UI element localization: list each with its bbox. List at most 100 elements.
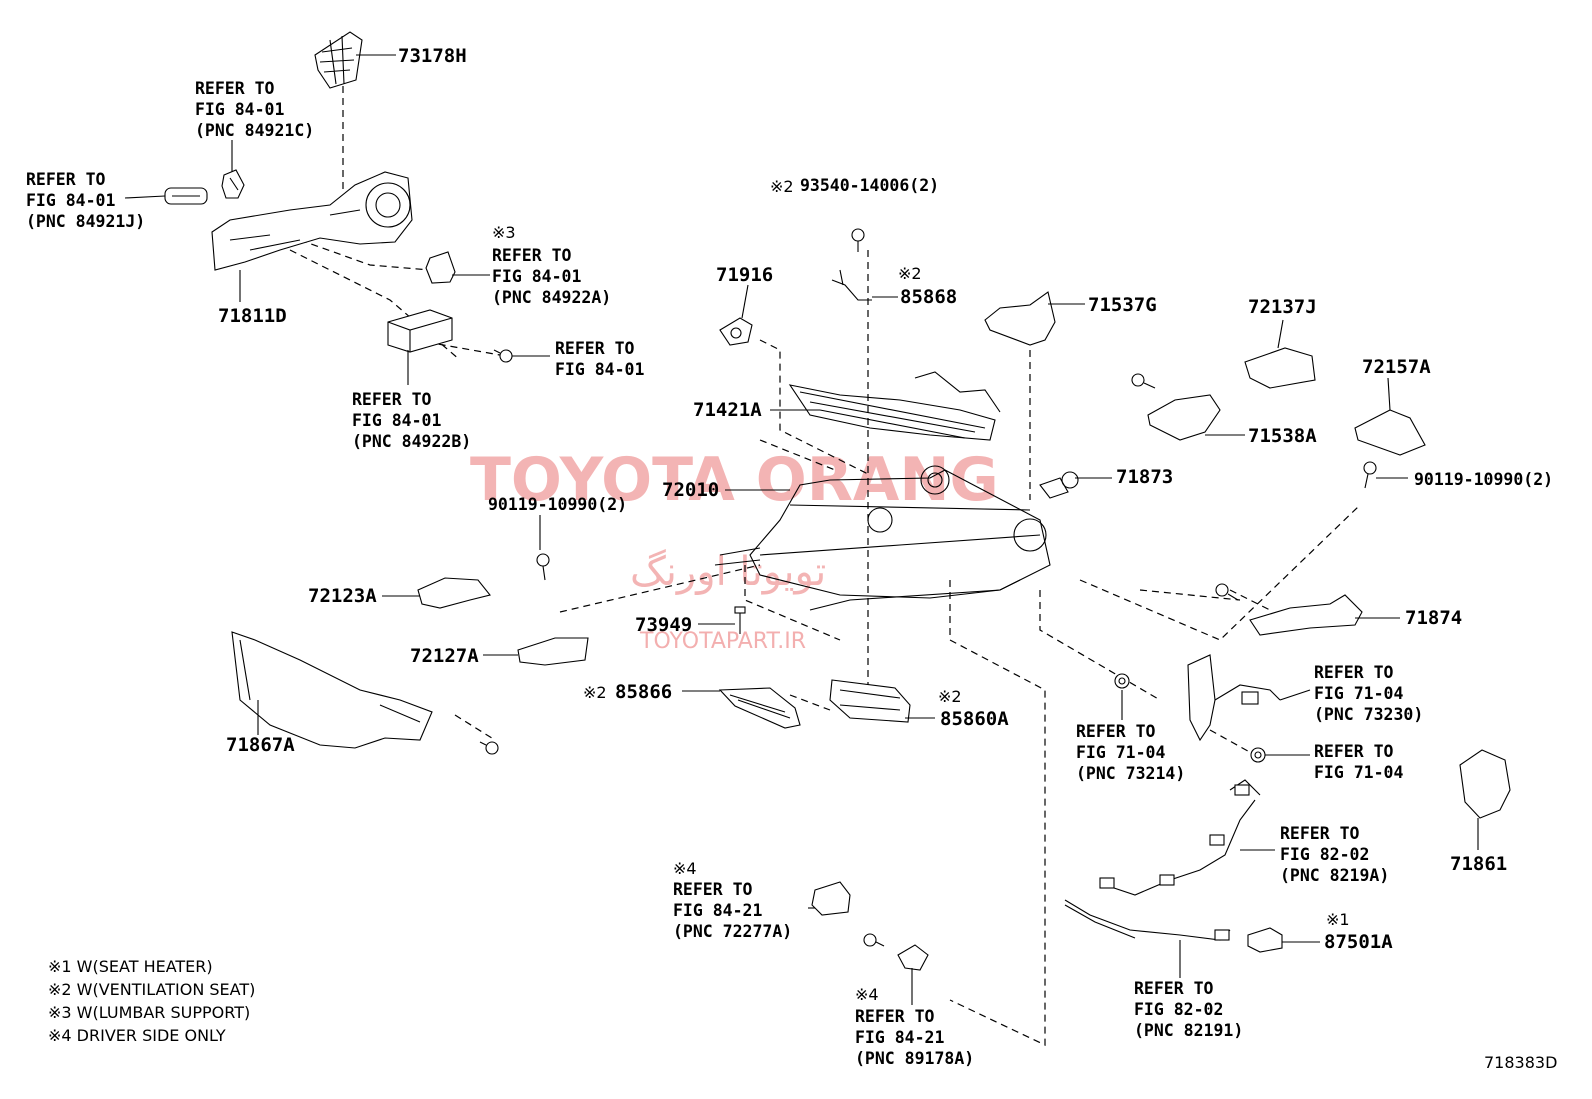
- part-switch-84921J-shape: [164, 187, 208, 205]
- part-72127A-shape: [517, 637, 589, 666]
- part-71873-shape: [1039, 471, 1079, 499]
- callout-85866: 85866: [615, 681, 672, 703]
- callout-73178H: 73178H: [398, 45, 467, 67]
- part-71537G-shape: [984, 291, 1056, 346]
- svg-text:FIG 84-01: FIG 84-01: [352, 411, 441, 430]
- refer-84921J: REFER TO FIG 84-01 (PNC 84921J): [26, 170, 145, 231]
- part-harness-82191-shape: [1064, 779, 1261, 941]
- callout-71861: 71861: [1450, 853, 1507, 875]
- svg-text:(PNC 89178A): (PNC 89178A): [855, 1049, 974, 1068]
- refer-73214: REFER TO FIG 71-04 (PNC 73214): [1076, 722, 1185, 783]
- legend: ※1 W(SEAT HEATER) ※2 W(VENTILATION SEAT)…: [48, 957, 255, 1045]
- part-89178A-shape: [897, 944, 929, 971]
- part-84922B-shape: [387, 309, 453, 353]
- svg-text:REFER TO: REFER TO: [26, 170, 106, 189]
- part-72010-shape: [714, 465, 1051, 611]
- refer-84922A: ※3 REFER TO FIG 84-01 (PNC 84922A): [492, 223, 611, 307]
- callout-71874: 71874: [1405, 607, 1462, 629]
- svg-text:(PNC 84922A): (PNC 84922A): [492, 288, 611, 307]
- callout-85860A: 85860A: [940, 708, 1009, 730]
- callout-72127A: 72127A: [410, 645, 479, 667]
- svg-text:FIG 84-01: FIG 84-01: [195, 100, 284, 119]
- svg-text:※4: ※4: [855, 985, 879, 1004]
- refer-8401-bolt: REFER TO FIG 84-01: [555, 339, 644, 379]
- svg-text:REFER TO: REFER TO: [1076, 722, 1156, 741]
- part-72157A-shape: [1354, 409, 1426, 456]
- callout-71916: 71916: [716, 264, 773, 286]
- watermark-url: TOYOTAPART.IR: [639, 629, 806, 654]
- svg-text:REFER TO: REFER TO: [195, 79, 275, 98]
- part-71874-shape: [1249, 594, 1363, 636]
- svg-text:※3: ※3: [492, 223, 516, 242]
- legend-item-2: ※2 W(VENTILATION SEAT): [48, 980, 255, 999]
- svg-text:(PNC 82191): (PNC 82191): [1134, 1021, 1243, 1040]
- part-85868-shape: [831, 269, 872, 301]
- svg-text:FIG 82-02: FIG 82-02: [1134, 1000, 1223, 1019]
- svg-text:REFER TO: REFER TO: [352, 390, 432, 409]
- svg-text:FIG 84-01: FIG 84-01: [26, 191, 115, 210]
- callout-72137J: 72137J: [1248, 296, 1317, 318]
- watermark: TOYOTA ORANG تویوتا اورنگ TOYOTAPART.IR: [470, 445, 999, 654]
- refer-89178A: ※4 REFER TO FIG 84-21 (PNC 89178A): [855, 985, 974, 1068]
- part-73178H-shape: [314, 31, 363, 89]
- bolt-shapes: [479, 228, 1377, 947]
- refer-72277A: ※4 REFER TO FIG 84-21 (PNC 72277A): [673, 859, 792, 941]
- part-85860A-shape: [829, 679, 911, 723]
- callout-72123A: 72123A: [308, 585, 377, 607]
- nut-shapes: [1114, 673, 1266, 763]
- part-knob-84921C-shape: [221, 169, 245, 199]
- callout-85860A-mark: ※2: [938, 687, 962, 706]
- part-71421A-shape: [788, 371, 1001, 441]
- part-84922A-shape: [425, 251, 456, 284]
- svg-text:FIG 84-21: FIG 84-21: [673, 901, 762, 920]
- callout-90119-right: 90119-10990(2): [1414, 470, 1553, 489]
- svg-text:REFER TO: REFER TO: [855, 1007, 935, 1026]
- callout-87501A-mark: ※1: [1326, 910, 1350, 929]
- refer-8219A: REFER TO FIG 82-02 (PNC 8219A): [1280, 824, 1389, 885]
- svg-text:FIG 71-04: FIG 71-04: [1314, 684, 1403, 703]
- svg-text:(PNC 73230): (PNC 73230): [1314, 705, 1423, 724]
- callout-85866-mark: ※2: [583, 683, 607, 702]
- callout-71811D: 71811D: [218, 305, 287, 327]
- callout-73949: 73949: [635, 614, 692, 636]
- svg-text:FIG 84-01: FIG 84-01: [555, 360, 644, 379]
- svg-text:※4: ※4: [673, 859, 697, 878]
- refer-82191: REFER TO FIG 82-02 (PNC 82191): [1134, 979, 1243, 1040]
- svg-text:REFER TO: REFER TO: [1134, 979, 1214, 998]
- callout-93540: 93540-14006(2): [800, 176, 939, 195]
- part-71861-shape: [1459, 749, 1511, 819]
- svg-text:(PNC 84921J): (PNC 84921J): [26, 212, 145, 231]
- leader-lines: [124, 54, 1479, 1005]
- part-72137J-shape: [1244, 347, 1316, 389]
- part-72123A-shape: [417, 577, 491, 609]
- part-71916-shape: [719, 317, 753, 346]
- svg-text:FIG 84-21: FIG 84-21: [855, 1028, 944, 1047]
- part-85866-shape: [718, 687, 801, 729]
- svg-text:REFER TO: REFER TO: [1314, 742, 1394, 761]
- legend-item-3: ※3 W(LUMBAR SUPPORT): [48, 1003, 250, 1022]
- part-71811D-shape: [211, 171, 413, 271]
- diagram-id: 718383D: [1484, 1053, 1557, 1072]
- svg-text:(PNC 84922B): (PNC 84922B): [352, 432, 471, 451]
- svg-text:REFER TO: REFER TO: [492, 246, 572, 265]
- callout-90119-left: 90119-10990(2): [488, 495, 627, 514]
- callout-71538A: 71538A: [1248, 425, 1317, 447]
- callout-72157A: 72157A: [1362, 356, 1431, 378]
- callout-72010: 72010: [662, 479, 719, 501]
- refer-84922B: REFER TO FIG 84-01 (PNC 84922B): [352, 390, 471, 451]
- refer-notes: REFER TO FIG 84-01 (PNC 84921C) REFER TO…: [26, 79, 1423, 1068]
- part-72277A-shape: [811, 881, 851, 916]
- callout-85868-mark: ※2: [898, 264, 922, 283]
- svg-text:(PNC 72277A): (PNC 72277A): [673, 922, 792, 941]
- part-87501A-shape: [1247, 927, 1283, 953]
- refer-84921C: REFER TO FIG 84-01 (PNC 84921C): [195, 79, 314, 140]
- svg-text:REFER TO: REFER TO: [1280, 824, 1360, 843]
- svg-text:(PNC 8219A): (PNC 8219A): [1280, 866, 1389, 885]
- legend-item-1: ※1 W(SEAT HEATER): [48, 957, 213, 976]
- callout-71873: 71873: [1116, 466, 1173, 488]
- callout-93540-mark: ※2: [770, 177, 794, 196]
- callout-71537G: 71537G: [1088, 294, 1157, 316]
- svg-text:(PNC 84921C): (PNC 84921C): [195, 121, 314, 140]
- svg-text:REFER TO: REFER TO: [1314, 663, 1394, 682]
- callout-71421A: 71421A: [693, 399, 762, 421]
